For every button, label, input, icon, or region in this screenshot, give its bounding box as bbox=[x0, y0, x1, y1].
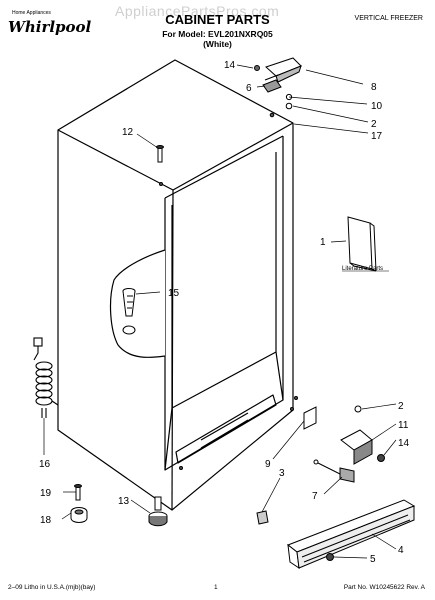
callout-4: 4 bbox=[398, 545, 404, 556]
callout-14-bottom: 14 bbox=[398, 438, 410, 449]
callout-6: 6 bbox=[246, 83, 252, 94]
literature-parts-label: Literature Parts bbox=[342, 266, 383, 272]
callout-19: 19 bbox=[40, 488, 52, 499]
page-title: CABINET PARTS bbox=[165, 12, 270, 27]
model-line: For Model: EVL201NXRQ05 bbox=[162, 29, 273, 39]
callout-18: 18 bbox=[40, 515, 52, 526]
callout-14-top: 14 bbox=[224, 60, 236, 71]
callout-7: 7 bbox=[312, 491, 318, 502]
category-label: VERTICAL FREEZER bbox=[354, 15, 423, 22]
brand-tagline: Home Appliances bbox=[12, 10, 51, 16]
callout-1: 1 bbox=[320, 237, 326, 248]
callout-11: 11 bbox=[398, 420, 409, 431]
watermark: AppliancePartsPros.com bbox=[115, 3, 280, 19]
callout-16: 16 bbox=[39, 459, 51, 470]
callout-15: 15 bbox=[168, 288, 180, 299]
footer-litho: 2–09 Litho in U.S.A.(mjb)(bay) bbox=[8, 584, 96, 591]
callout-13: 13 bbox=[118, 496, 130, 507]
callout-2-bottom: 2 bbox=[398, 401, 404, 412]
callout-8: 8 bbox=[371, 82, 377, 93]
footer-page-number: 1 bbox=[214, 584, 218, 591]
whirlpool-logo: Whirlpool bbox=[8, 18, 92, 36]
callout-12: 12 bbox=[122, 127, 134, 138]
callout-10: 10 bbox=[371, 101, 383, 112]
callout-3: 3 bbox=[279, 468, 285, 479]
callout-2-top: 2 bbox=[371, 119, 377, 130]
callout-17: 17 bbox=[371, 131, 383, 142]
color-line: (White) bbox=[203, 39, 232, 49]
callout-5: 5 bbox=[370, 554, 376, 565]
footer-part-number: Part No. W10245622 Rev. A bbox=[343, 584, 425, 591]
callout-9: 9 bbox=[265, 459, 271, 470]
